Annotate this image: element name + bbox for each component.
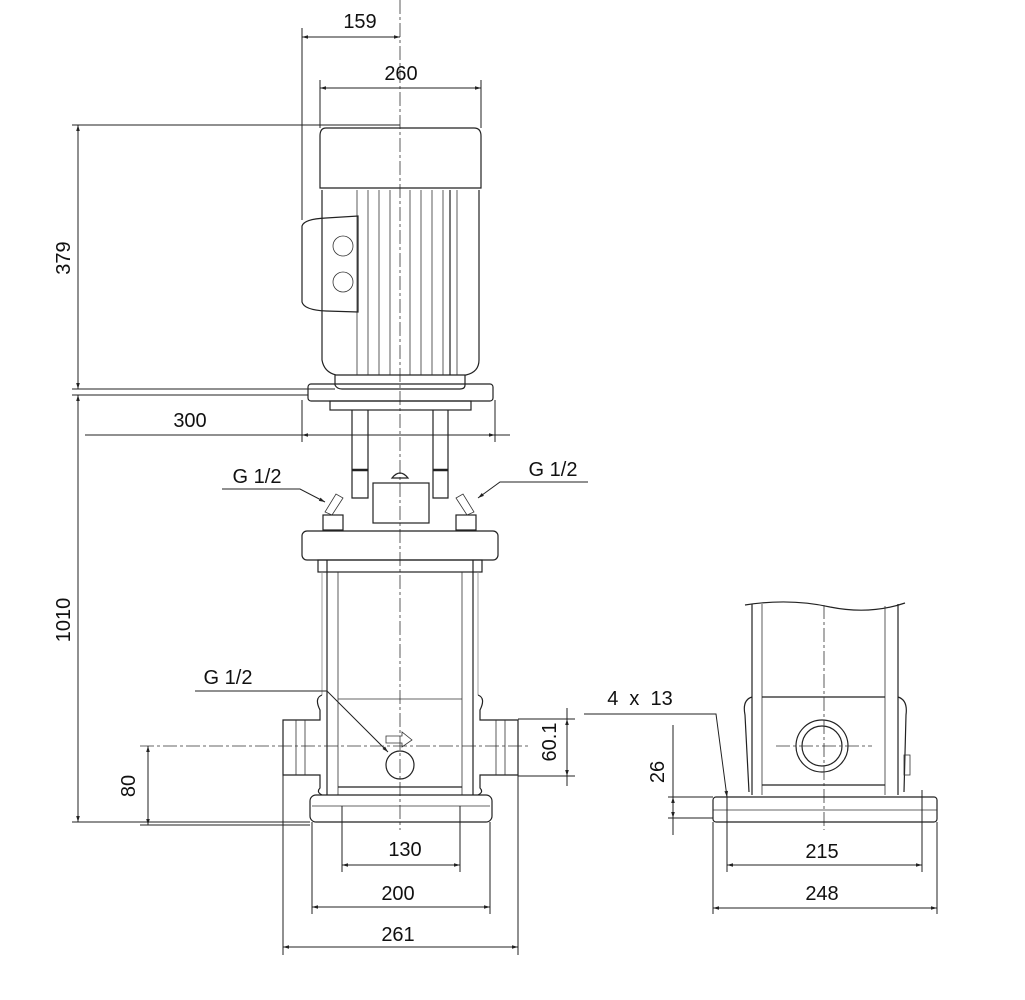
dim-hole-spacing: 215 bbox=[805, 841, 838, 863]
side-housing-right bbox=[897, 696, 907, 793]
discharge-port bbox=[477, 694, 519, 796]
dim-motor-height: 379 bbox=[53, 241, 75, 274]
base-plate bbox=[309, 794, 493, 823]
dim-port-height: 80 bbox=[118, 775, 140, 797]
vent-plug-right bbox=[455, 493, 475, 516]
side-view bbox=[712, 601, 938, 830]
label-vent-right: G 1/2 bbox=[529, 459, 578, 481]
side-drain-plug bbox=[903, 754, 911, 776]
front-view-dimensions: 159 260 379 1010 300 G 1/2 G 1/2 G 1/2 bbox=[53, 11, 588, 955]
coupling-guard bbox=[372, 482, 430, 524]
dim-base-thickness: 26 bbox=[647, 761, 669, 783]
flow-direction-arrow-icon bbox=[385, 731, 413, 748]
side-base-plate bbox=[712, 796, 938, 823]
dim-holes: 4 x 13 bbox=[607, 688, 673, 710]
dim-terminal-box-offset: 159 bbox=[343, 11, 376, 33]
dim-flange-width: 300 bbox=[173, 410, 206, 432]
motor-fan-cover bbox=[319, 127, 482, 189]
suction-port bbox=[282, 694, 323, 796]
dim-base-width: 248 bbox=[805, 883, 838, 905]
motor-stool-posts bbox=[351, 410, 449, 499]
cable-gland-icon bbox=[332, 271, 354, 293]
break-line bbox=[744, 601, 906, 611]
vent-bolt bbox=[322, 514, 344, 531]
motor-collar bbox=[334, 375, 466, 390]
dim-base-middle: 200 bbox=[381, 883, 414, 905]
cable-gland-icon bbox=[332, 235, 354, 257]
label-vent-left: G 1/2 bbox=[233, 466, 282, 488]
pump-head-collar bbox=[317, 559, 483, 573]
dim-pump-height: 1010 bbox=[53, 598, 75, 643]
dim-motor-width: 260 bbox=[384, 63, 417, 85]
side-housing-left bbox=[743, 696, 753, 793]
vent-plug-left bbox=[324, 493, 344, 516]
motor-body bbox=[321, 190, 480, 376]
dim-base-inner: 130 bbox=[388, 839, 421, 861]
dim-port-to-port: 261 bbox=[381, 924, 414, 946]
front-view bbox=[282, 0, 519, 830]
side-view-dimensions: 4 x 13 26 215 248 bbox=[584, 688, 938, 914]
drain-plug bbox=[385, 750, 415, 780]
coupling-guard-knob bbox=[390, 472, 410, 479]
dim-port-diameter: 60.1 bbox=[539, 723, 561, 762]
vent-bolt bbox=[455, 514, 477, 531]
terminal-box bbox=[301, 215, 359, 313]
label-drain: G 1/2 bbox=[204, 667, 253, 689]
motor-cooling-fins bbox=[356, 190, 458, 375]
motor-stool-plate bbox=[329, 400, 472, 411]
